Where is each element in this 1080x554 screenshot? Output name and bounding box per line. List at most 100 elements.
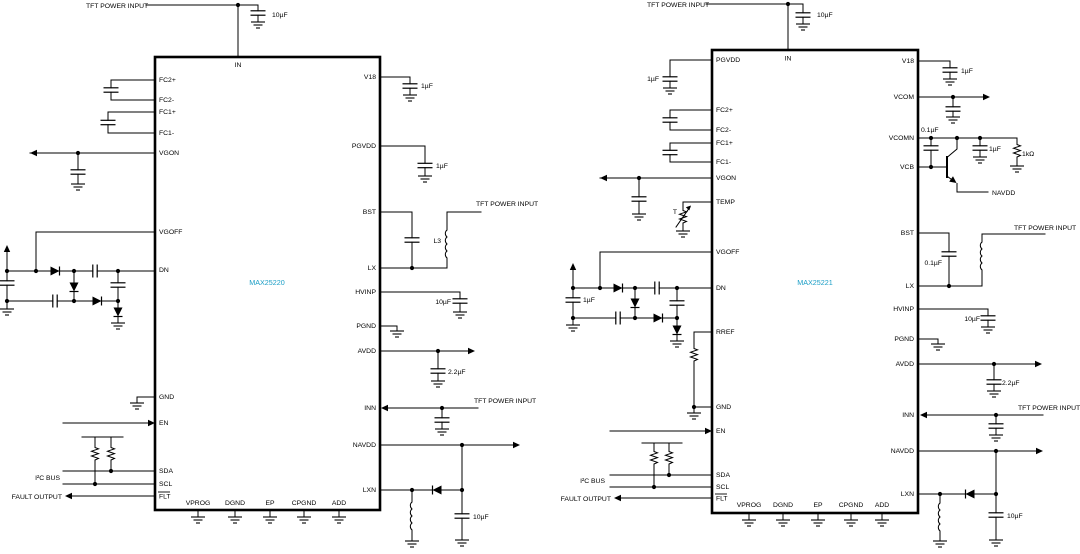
cap-value: 10µF (964, 316, 980, 323)
capacitor-symbol (52, 293, 58, 309)
capacitor-symbol (69, 169, 87, 175)
capacitor-symbol (416, 162, 434, 169)
ground-symbol (980, 326, 996, 334)
pin-label: LX (368, 265, 377, 272)
ground-symbol (972, 156, 988, 164)
capacitor-symbol (451, 298, 469, 304)
capacitor-symbol (979, 315, 997, 321)
capacitor-symbol (661, 149, 679, 156)
arrow-right-icon (1035, 360, 1042, 368)
diode-symbol (49, 265, 61, 277)
pin-label: VGOFF (716, 249, 739, 256)
arrow-left-icon (30, 149, 37, 157)
pin-label: EN (159, 420, 169, 427)
net-label-tft-power-input: TFT POWER INPUT (86, 3, 148, 10)
pin-label: EP (265, 500, 275, 507)
ground-symbol (404, 540, 420, 548)
resistor-symbol (1013, 142, 1021, 160)
ground-symbol (775, 519, 791, 527)
pin-label: ADD (332, 500, 346, 507)
pin-label: GND (159, 394, 174, 401)
inductor-symbol (937, 502, 941, 532)
ground-symbol (986, 390, 1002, 398)
cap-value: 1µF (421, 83, 433, 90)
net-label-fault-output: FAULT OUTPUT (561, 496, 611, 503)
arrow-right-icon (468, 347, 475, 355)
pin-label: HVINP (893, 306, 914, 313)
ground-symbol (942, 78, 958, 86)
cap-value: 1µF (961, 68, 973, 75)
pin-label: SCL (716, 484, 729, 491)
cap-value: 2.2µF (448, 369, 466, 376)
pin-label-flt: FLT (159, 494, 171, 501)
capacitor-symbol (99, 119, 117, 126)
emitter-arrow (949, 176, 957, 183)
pin-label: LX (906, 283, 915, 290)
ground-symbol (945, 116, 961, 124)
ground-symbol (389, 330, 405, 338)
pin-label-in: IN (785, 56, 792, 63)
capacitor-symbol (987, 512, 1005, 518)
ground-symbol (227, 516, 243, 524)
ground-symbol (0, 308, 15, 316)
ground-symbol (810, 519, 826, 527)
inductor-ref: L3 (433, 238, 441, 245)
pin-label: DGND (225, 500, 245, 507)
capacitor-symbol (971, 145, 989, 151)
pin-label: SCL (159, 481, 172, 488)
inductor-symbol (979, 241, 983, 271)
diode-symbol (612, 282, 624, 294)
ground-symbol (454, 539, 470, 547)
pin-label: FC2+ (716, 107, 733, 114)
cap-value: 1µF (583, 297, 595, 304)
ground-symbol (190, 516, 206, 524)
ic-outline-max25221 (710, 48, 920, 515)
ground-symbol (402, 94, 418, 102)
ground-symbol (262, 516, 278, 524)
capacitor-symbol (940, 251, 958, 257)
capacitor-symbol (987, 423, 1005, 429)
capacitor-symbol (401, 83, 419, 89)
pin-label: INN (902, 412, 914, 419)
ground-symbol (662, 87, 678, 95)
pin-label: FC2- (716, 127, 731, 134)
pin-label: FC2+ (159, 77, 176, 84)
cap-value: 0.1µF (921, 127, 939, 134)
net-label-tft-power-input: TFT POWER INPUT (476, 201, 538, 208)
pin-label: ADD (875, 502, 889, 509)
pin-label: VCB (900, 164, 914, 171)
res-value: 1kΩ (1022, 151, 1034, 158)
arrow-left-icon (920, 411, 927, 419)
ground-symbol (250, 21, 266, 29)
ground-symbol (932, 540, 948, 548)
pin-label: VGOFF (159, 229, 182, 236)
pin-label: AVDD (358, 348, 376, 355)
diode-symbol (68, 281, 80, 293)
part-number-max25221: MAX25221 (797, 278, 833, 287)
left-schematic: TFT POWER INPUT 10µF IN MAX25220 FC2+ FC… (0, 2, 539, 548)
pin-label: V18 (902, 58, 914, 65)
pin-label: CPGND (839, 502, 864, 509)
capacitor-symbol (794, 12, 812, 18)
inductor-symbol (444, 229, 448, 259)
arrow-left-icon (381, 404, 388, 412)
pin-label-flt: FLT (716, 496, 728, 503)
capacitor-symbol (661, 117, 679, 123)
resistor-symbol (107, 445, 115, 463)
capacitor-symbol (0, 280, 16, 286)
pin-label: CPGND (292, 500, 317, 507)
diode-symbol (112, 306, 124, 318)
left-labels: TFT POWER INPUT 10µF IN MAX25220 FC2+ FC… (12, 3, 539, 521)
cap-value: 2.2µF (1002, 380, 1020, 387)
pin-label: V18 (364, 74, 376, 81)
capacitor-symbol (249, 10, 267, 16)
ground-symbol (930, 343, 946, 351)
ground-symbol (331, 516, 347, 524)
ground-symbol (70, 183, 86, 191)
capacitor-symbol (922, 145, 940, 151)
right-labels: TFT POWER INPUT 10µF IN MAX25221 PGVDD F… (561, 2, 1080, 520)
net-label-tft-power-input: TFT POWER INPUT (474, 398, 536, 405)
capacitor-symbol (630, 196, 648, 202)
ic-outline-max25220 (153, 55, 382, 512)
